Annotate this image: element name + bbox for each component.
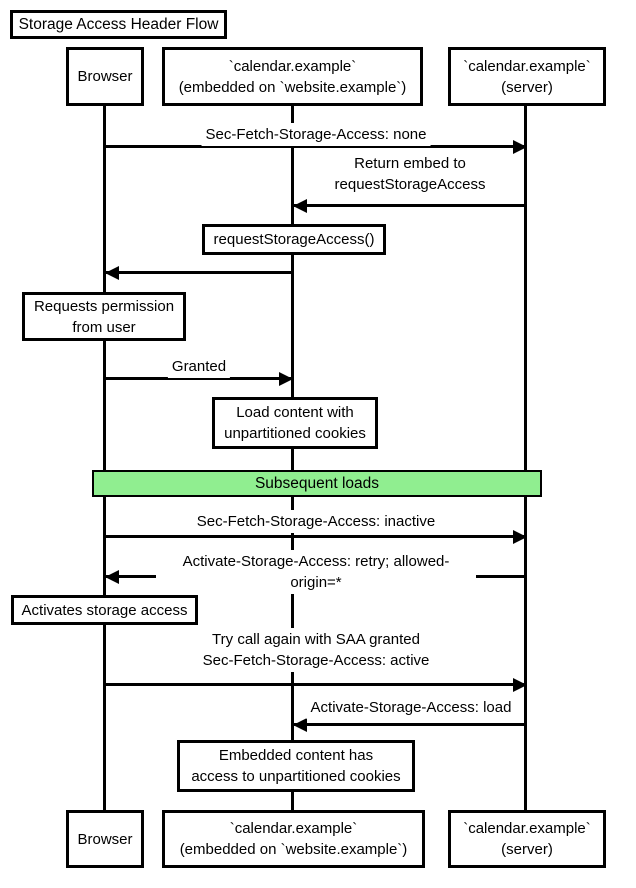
lifeline-server <box>524 104 527 812</box>
message-line-4 <box>105 377 293 380</box>
note-activates-storage-access: Activates storage access <box>11 595 198 625</box>
message-label-granted: Granted <box>167 355 231 378</box>
participant-box-server-top: `calendar.example` (server) <box>448 47 606 106</box>
note-request-storage-access: requestStorageAccess() <box>202 224 386 255</box>
participant-box-browser-bottom: Browser <box>66 810 144 868</box>
message-line-7 <box>105 683 527 686</box>
note-load-content: Load content with unpartitioned cookies <box>212 397 378 449</box>
message-label-return-embed: Return embed to requestStorageAccess <box>330 152 490 196</box>
arrowhead-right-icon <box>513 530 527 544</box>
message-label-activate-retry: Activate-Storage-Access: retry; allowed-… <box>156 550 476 594</box>
participant-label: `calendar.example` (embedded on `website… <box>178 57 407 96</box>
participant-label: Browser <box>77 830 133 848</box>
arrowhead-right-icon <box>513 140 527 154</box>
participant-box-embed-bottom: `calendar.example` (embedded on `website… <box>162 810 425 868</box>
arrowhead-left-icon <box>105 266 119 280</box>
message-line-1 <box>105 145 527 148</box>
message-line-5 <box>105 535 527 538</box>
message-line-3 <box>105 271 293 274</box>
section-label: Subsequent loads <box>254 474 380 492</box>
message-line-2 <box>293 204 527 207</box>
participant-label: `calendar.example` (embedded on `website… <box>179 820 408 858</box>
diagram-title: Storage Access Header Flow <box>10 10 227 39</box>
participant-box-browser-top: Browser <box>66 47 144 106</box>
note-requests-permission: Requests permission from user <box>22 292 186 341</box>
section-bar-subsequent-loads: Subsequent loads <box>92 470 542 497</box>
message-label-sec-fetch-inactive: Sec-Fetch-Storage-Access: inactive <box>192 510 440 533</box>
message-label-activate-load: Activate-Storage-Access: load <box>306 696 516 719</box>
arrowhead-left-icon <box>293 199 307 213</box>
arrowhead-left-icon <box>293 718 307 732</box>
message-label-sec-fetch-none: Sec-Fetch-Storage-Access: none <box>201 123 431 146</box>
participant-label: `calendar.example` (server) <box>463 57 591 96</box>
participant-box-embed-top: `calendar.example` (embedded on `website… <box>162 47 423 106</box>
lifeline-embed <box>291 104 294 812</box>
note-embedded-content: Embedded content has access to unpartiti… <box>177 740 415 792</box>
participant-label: Browser <box>77 68 133 85</box>
arrowhead-right-icon <box>513 678 527 692</box>
message-label-try-again: Try call again with SAA granted Sec-Fetc… <box>198 628 434 672</box>
participant-label: `calendar.example` (server) <box>463 820 591 858</box>
message-line-8 <box>293 723 527 726</box>
arrowhead-left-icon <box>105 570 119 584</box>
lifeline-browser <box>103 104 106 812</box>
participant-box-server-bottom: `calendar.example` (server) <box>448 810 606 868</box>
arrowhead-right-icon <box>279 372 293 386</box>
